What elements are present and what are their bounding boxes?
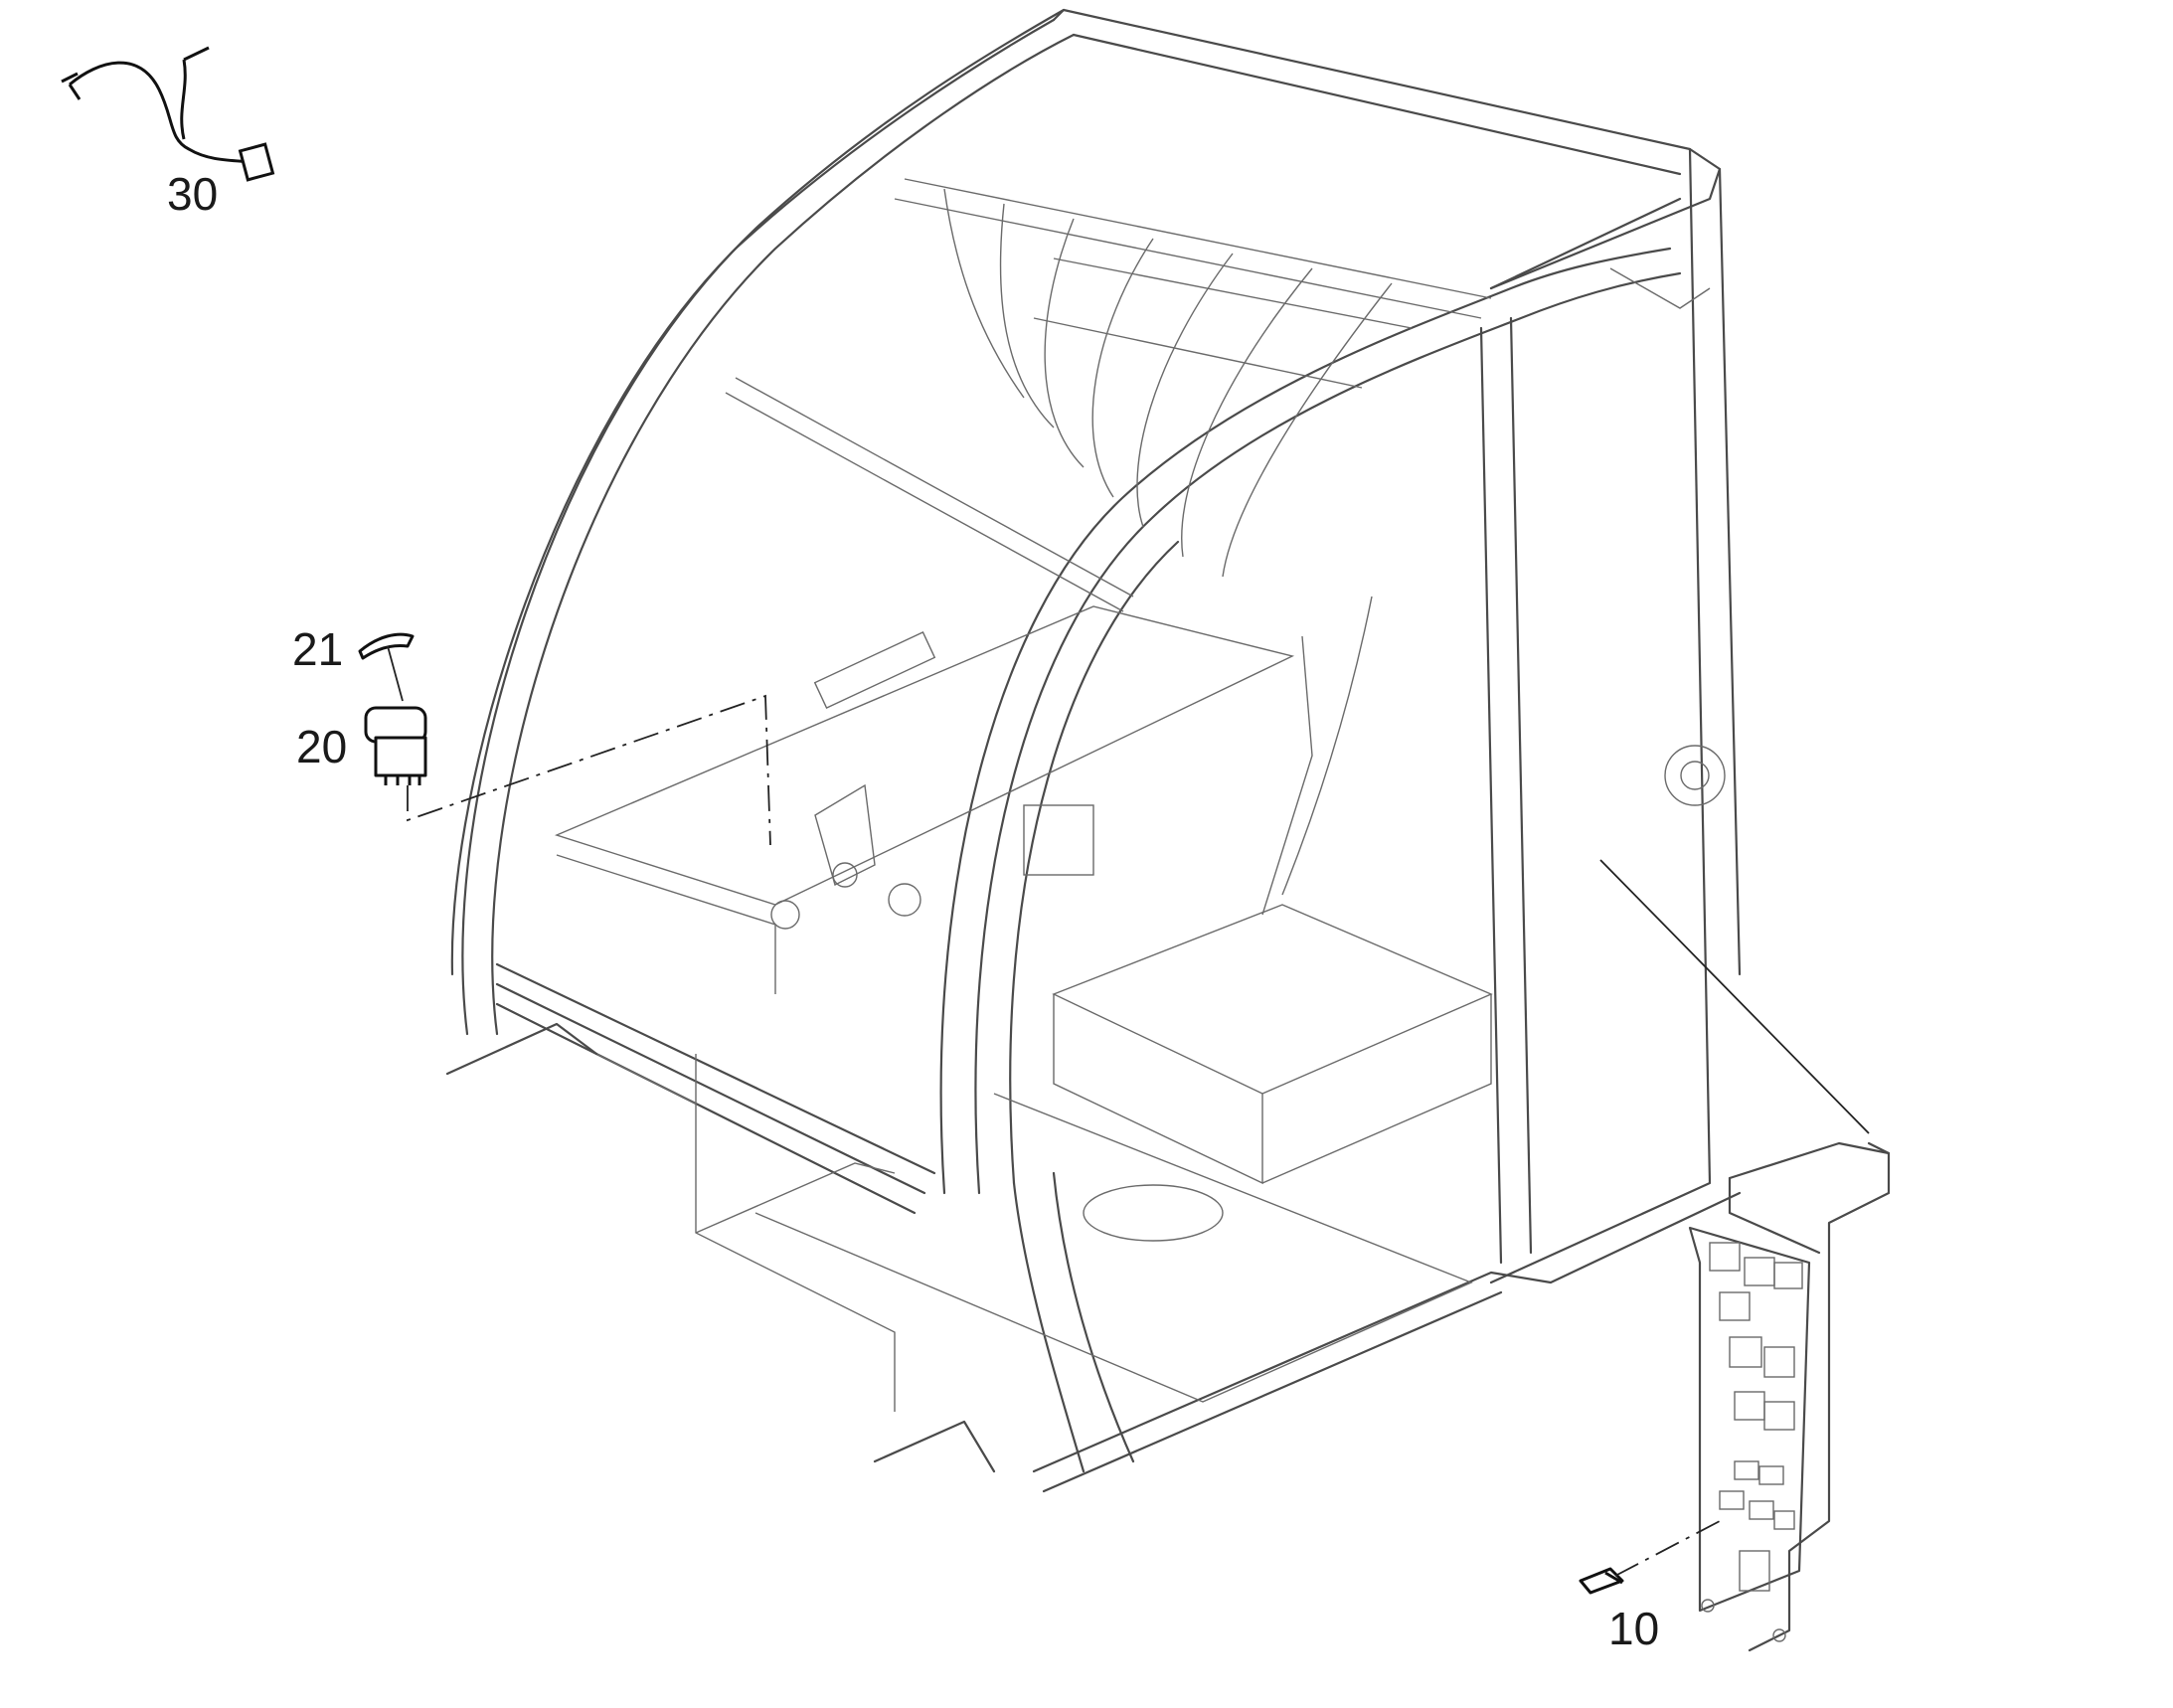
cab-frame — [445, 8, 1742, 1493]
switch-cap-part — [358, 632, 415, 702]
callout-20: 20 — [296, 721, 348, 772]
callout-30: 30 — [167, 168, 219, 220]
fuse-part — [1579, 1567, 1624, 1595]
callout-21: 21 — [292, 623, 344, 675]
leader-lines — [407, 694, 1870, 1577]
callout-10: 10 — [1608, 1603, 1660, 1654]
fuse-relay-board — [1688, 1141, 1891, 1652]
cable-harness-part — [61, 46, 275, 182]
rocker-switch-part — [364, 706, 427, 785]
